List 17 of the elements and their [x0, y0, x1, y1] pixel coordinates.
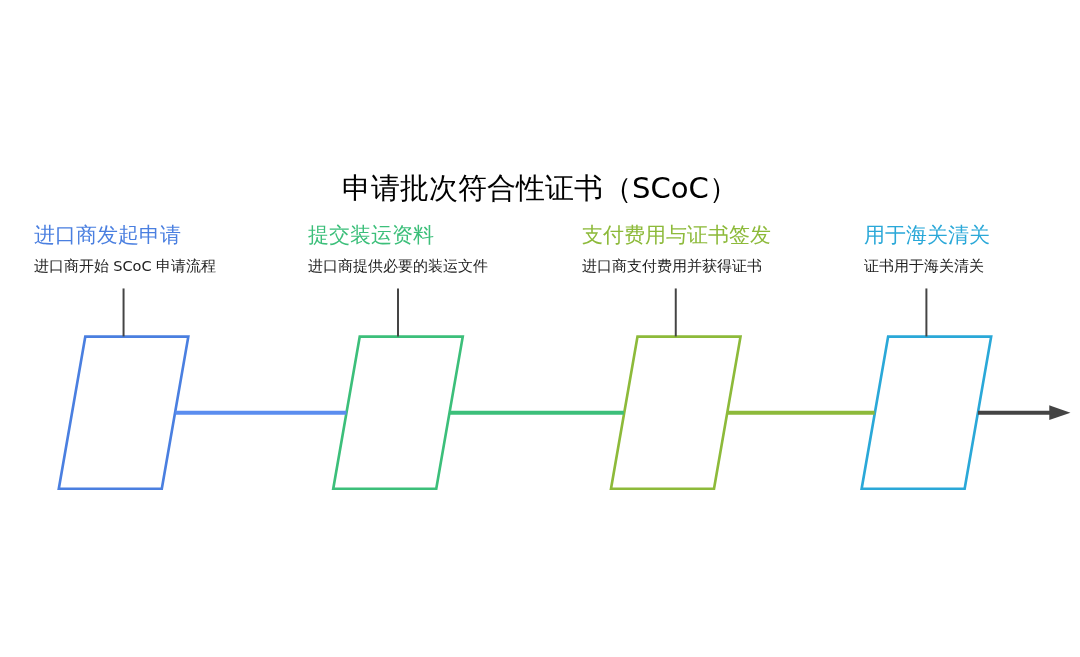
- connector: [397, 286, 399, 337]
- connector: [925, 286, 928, 337]
- connector: [175, 410, 347, 415]
- connector: [674, 286, 677, 337]
- arrow: [977, 404, 1071, 420]
- connector: [122, 286, 125, 337]
- node-parallelogram: [57, 334, 190, 490]
- node-text: 支付费用与证书签发 进口商支付费用并获得证书: [581, 221, 771, 274]
- node-text: 进口商发起申请 进口商开始 SCoC 申请流程: [33, 221, 217, 274]
- node-parallelogram: [609, 334, 743, 490]
- node-parallelogram: [331, 334, 465, 490]
- node-parallelogram: [860, 334, 993, 490]
- connector: [449, 410, 624, 415]
- diagram-title: 申请批次符合性证书（SCoC）: [342, 170, 738, 205]
- connector: [727, 410, 875, 415]
- node-text: 用于海关清关 证书用于海关清关: [864, 221, 991, 274]
- node-text: 提交装运资料 进口商提供必要的装运文件: [308, 221, 489, 274]
